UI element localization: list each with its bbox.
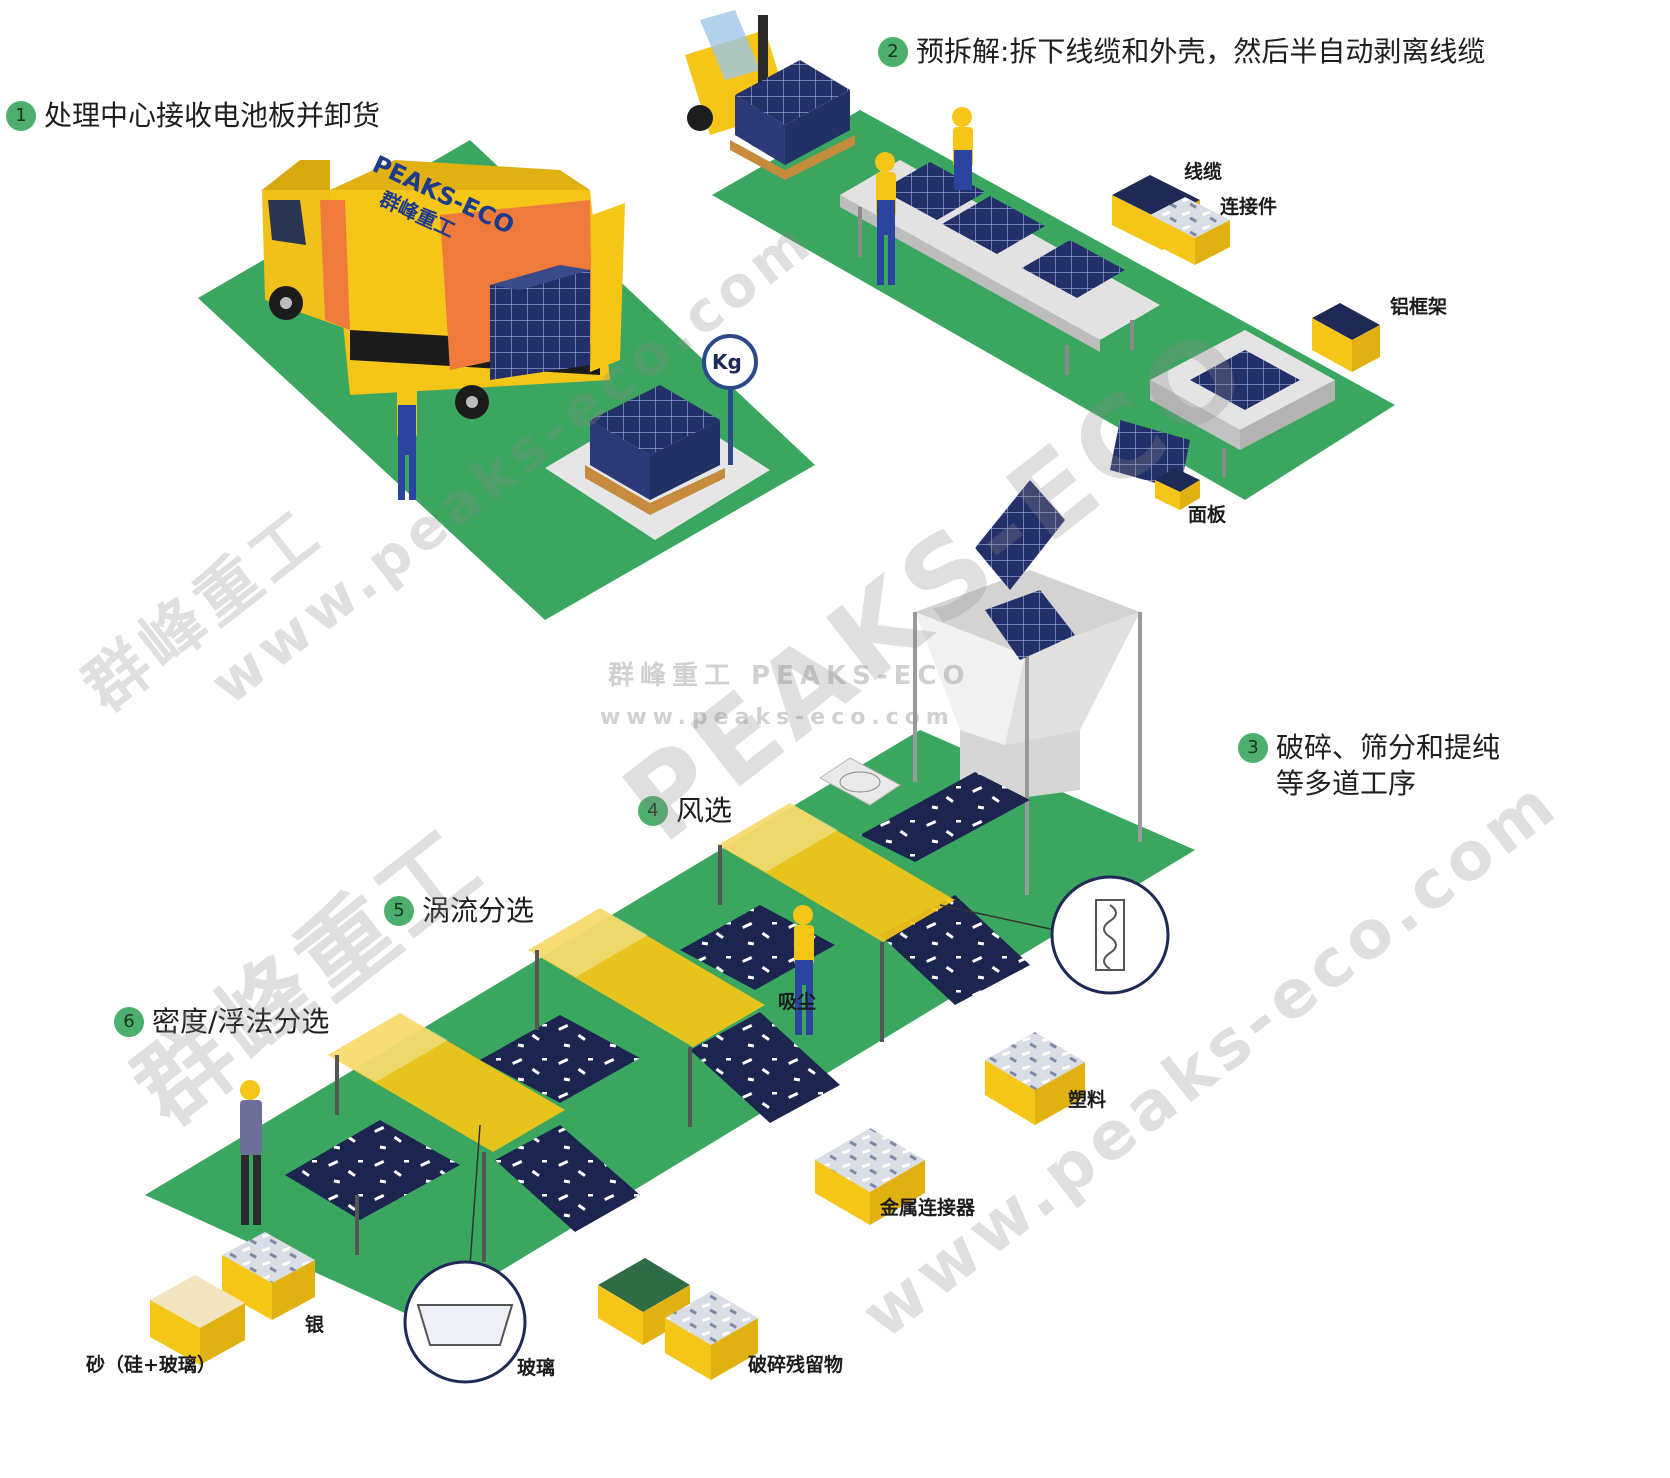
bin-sand [150, 1275, 245, 1365]
step-2-badge: 2 [878, 37, 908, 67]
eddy-current-callout [939, 875, 1170, 995]
step-3-badge: 3 [1238, 733, 1268, 763]
step-5-label: 5 涡流分选 [384, 893, 534, 929]
worker-line-density [240, 1080, 262, 1225]
step-6-label: 6 密度/浮法分选 [114, 1004, 329, 1040]
bin-panel [1110, 420, 1200, 510]
bin-aluminum-frame [1312, 303, 1380, 372]
step-3-text-line1: 破碎、筛分和提纯 [1276, 731, 1501, 764]
glass-callout [403, 1124, 527, 1384]
worker-line-dust [793, 905, 814, 1035]
bin-residue [598, 1258, 758, 1380]
label-dust: 吸尘 [778, 991, 817, 1013]
label-residue: 破碎残留物 [748, 1354, 844, 1376]
step-6-badge: 6 [114, 1007, 144, 1037]
label-silver: 银 [305, 1314, 325, 1336]
step-5-badge: 5 [384, 896, 414, 926]
label-glass: 玻璃 [517, 1357, 556, 1379]
label-cable: 线缆 [1184, 161, 1223, 183]
hood-density-separation [328, 1013, 565, 1262]
step-1-text: 处理中心接收电池板并卸货 [44, 99, 381, 132]
label-panel: 面板 [1188, 504, 1227, 526]
bin-connector [1150, 197, 1230, 265]
worker-station-2a [875, 152, 896, 285]
disassembly-table [840, 160, 1160, 375]
label-metal-connector: 金属连接器 [880, 1197, 976, 1219]
step-3-text-line2: 等多道工序 [1276, 767, 1417, 800]
step-3-label: 3 破碎、筛分和提纯 等多道工序 [1238, 730, 1500, 802]
worker-station-2b [952, 107, 973, 190]
label-plastic: 塑料 [1068, 1089, 1107, 1111]
step-2-text: 预拆解:拆下线缆和外壳，然后半自动剥离线缆 [916, 35, 1486, 68]
bin-silver [222, 1232, 315, 1320]
hood-air-separation [718, 803, 955, 1042]
bin-metal-connector [815, 1128, 925, 1225]
conveyor-belts [285, 772, 1030, 1232]
step-4-text: 风选 [676, 794, 733, 827]
air-separator-fan [819, 757, 901, 806]
scale-kg-label: Kg [712, 350, 742, 374]
label-connector: 连接件 [1220, 196, 1278, 218]
panel-stack-on-scale [585, 385, 725, 515]
scale-sign [702, 334, 758, 465]
forklift [685, 10, 855, 180]
step-1-badge: 1 [6, 101, 36, 131]
truck [262, 160, 625, 419]
step-4-badge: 4 [638, 796, 668, 826]
step-2-label: 2 预拆解:拆下线缆和外壳，然后半自动剥离线缆 [878, 34, 1485, 70]
label-sand: 砂（硅+玻璃） [86, 1354, 216, 1376]
step-5-text: 涡流分选 [422, 894, 535, 927]
crusher-hopper [913, 480, 1142, 895]
step-1-label: 1 处理中心接收电池板并卸货 [6, 98, 380, 134]
bin-plastic [985, 1032, 1085, 1125]
worker-truck [396, 368, 417, 500]
label-aluminum-frame: 铝框架 [1390, 296, 1448, 318]
step-6-text: 密度/浮法分选 [152, 1005, 330, 1038]
hood-eddy-current [528, 908, 765, 1127]
step-4-label: 4 风选 [638, 793, 732, 829]
frame-stripper [1150, 330, 1335, 478]
